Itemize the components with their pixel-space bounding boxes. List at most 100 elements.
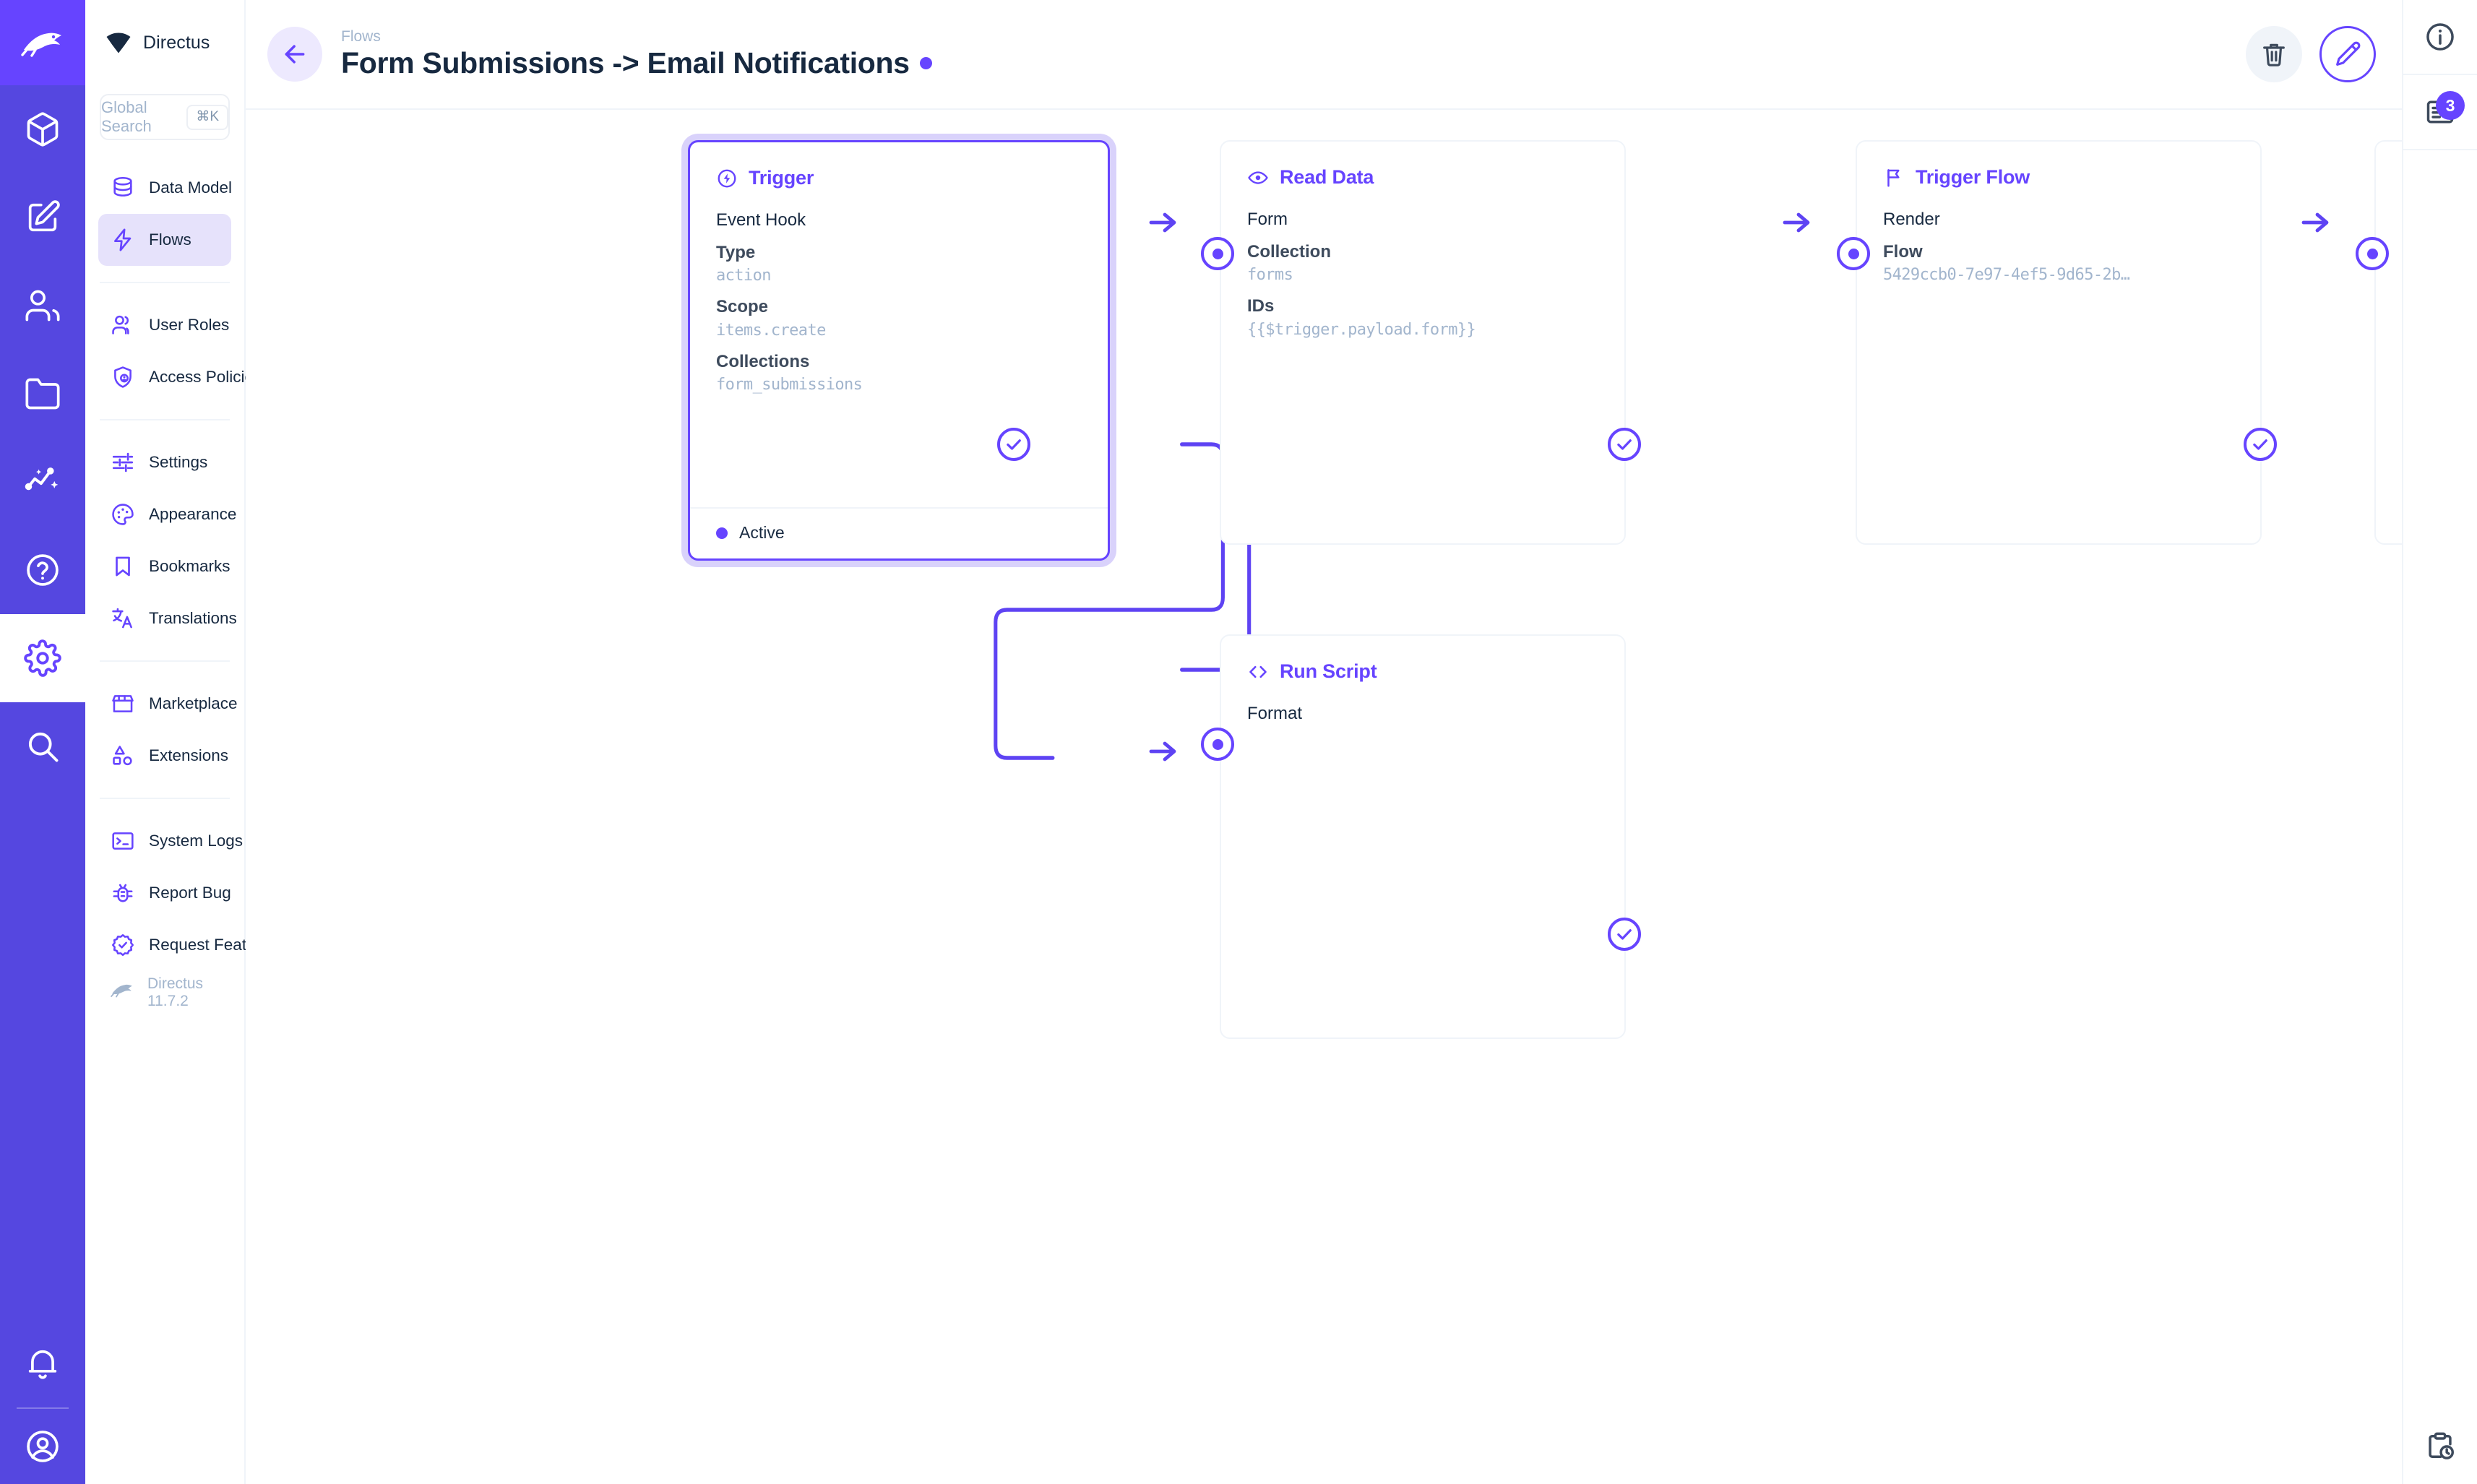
node-input-handle-trigger-flow-render[interactable] xyxy=(1837,237,1870,270)
sidebar-item-data-model[interactable]: Data Model xyxy=(98,162,232,214)
sidebar-item-user-roles[interactable]: User Roles xyxy=(98,299,231,351)
sidebar-nav: Data Model Flows User Roles xyxy=(85,162,299,1014)
rail-item-insights[interactable] xyxy=(0,438,85,526)
users-icon xyxy=(110,312,136,338)
shapes-icon xyxy=(110,743,136,769)
sidebar-item-label: Settings xyxy=(149,453,208,471)
rail-item-files[interactable] xyxy=(0,350,85,438)
field-label: Collections xyxy=(716,351,810,371)
flow-node-trigger-flow-render[interactable]: Trigger Flow Render Flow 5429ccb0-7e97-4… xyxy=(1856,140,2262,545)
main-area: Flows Form Submissions -> Email Notifica… xyxy=(246,0,2402,1484)
node-type-label: Trigger Flow xyxy=(1916,166,2030,188)
flow-canvas[interactable]: Trigger Event Hook Type action Scope ite… xyxy=(246,110,2402,1484)
rail-item-editor[interactable] xyxy=(0,173,85,262)
logs-button[interactable]: 3 xyxy=(2403,75,2477,150)
node-type-label: Read Data xyxy=(1280,166,1374,188)
sidebar-item-system-logs[interactable]: System Logs xyxy=(98,815,243,867)
module-sidebar: Directus Global Search ⌘K Data Model xyxy=(85,0,299,1484)
rail-item-help[interactable] xyxy=(0,526,85,614)
rail-item-notifications[interactable] xyxy=(0,1319,85,1407)
directus-logo[interactable] xyxy=(0,0,85,85)
info-button[interactable] xyxy=(2403,0,2477,75)
node-output-handle-trigger[interactable] xyxy=(997,428,1030,461)
code-icon xyxy=(1247,661,1269,683)
translate-icon xyxy=(110,605,136,631)
node-input-handle-run-script[interactable] xyxy=(1201,728,1234,761)
page-title: Form Submissions -> Email Notifications xyxy=(341,46,2227,80)
rail-item-users[interactable] xyxy=(0,262,85,350)
node-output-handle-run-script[interactable] xyxy=(1608,918,1641,951)
badge-check-icon xyxy=(110,932,136,958)
sidebar-item-label: Flows xyxy=(149,230,191,249)
directus-wordmark-icon xyxy=(105,32,132,53)
back-button[interactable] xyxy=(267,27,322,82)
sidebar-brand[interactable]: Directus xyxy=(85,0,244,85)
arrow-into-read-data-icon xyxy=(1149,212,1176,233)
sidebar-item-settings[interactable]: Settings xyxy=(98,436,231,488)
node-title: Run Script xyxy=(1247,660,1598,683)
field-value: action xyxy=(716,267,771,285)
sidebar-group-1: Data Model Flows xyxy=(85,162,244,266)
rail-divider xyxy=(17,1407,69,1409)
field-value: form_submissions xyxy=(716,376,863,394)
sidebar-item-appearance[interactable]: Appearance xyxy=(98,488,236,540)
title-block: Flows Form Submissions -> Email Notifica… xyxy=(341,28,2227,80)
node-row-name: Format xyxy=(1247,704,1303,723)
version-text: Directus 11.7.2 xyxy=(147,975,204,1009)
rail-item-settings[interactable] xyxy=(0,614,85,702)
sidebar-divider xyxy=(100,282,230,283)
terminal-icon xyxy=(110,828,136,854)
sidebar-item-request-feature[interactable]: Request Feature xyxy=(98,919,270,971)
node-row-name: Render xyxy=(1883,210,1940,229)
flag-icon xyxy=(1883,167,1905,189)
sidebar-item-label: User Roles xyxy=(149,316,230,334)
brand-name: Directus xyxy=(143,32,210,53)
search-input[interactable]: Global Search ⌘K xyxy=(100,94,230,140)
flow-node-run-script[interactable]: Run Script Format xyxy=(1220,634,1626,1039)
node-input-handle-trigger-flow-send[interactable] xyxy=(2356,237,2389,270)
arrow-into-trigger-flow-render-icon xyxy=(1783,212,1810,233)
rail-item-search[interactable] xyxy=(0,702,85,790)
database-icon xyxy=(110,175,136,201)
flow-node-read-data[interactable]: Read Data Form Collection forms IDs {{$t… xyxy=(1220,140,1626,545)
sidebar-divider xyxy=(100,660,230,662)
sidebar-item-translations[interactable]: Translations xyxy=(98,592,237,644)
sidebar-item-access-policies[interactable]: Access Policies xyxy=(98,351,262,403)
sliders-icon xyxy=(110,449,136,475)
flow-node-trigger-flow-send[interactable]: Trigger Flow Send Flow 7c8732cd-9d9e-44b… xyxy=(2374,140,2402,545)
node-input-handle-read-data[interactable] xyxy=(1201,237,1234,270)
rail-item-content[interactable] xyxy=(0,85,85,173)
sidebar-group-4: Marketplace Beta Extensions xyxy=(85,678,299,782)
field-label: Scope xyxy=(716,297,769,317)
sidebar-item-label: Appearance xyxy=(149,505,237,523)
version-label: Directus 11.7.2 xyxy=(85,971,244,1014)
sidebar-item-label: Report Bug xyxy=(149,884,231,902)
palette-icon xyxy=(110,501,136,527)
header-actions xyxy=(2246,26,2376,82)
search-shortcut: ⌘K xyxy=(186,104,228,130)
sidebar-item-extensions[interactable]: Extensions xyxy=(98,730,231,782)
sidebar-item-marketplace[interactable]: Marketplace Beta xyxy=(98,678,299,730)
bug-icon xyxy=(110,880,136,906)
sidebar-item-label: Marketplace xyxy=(149,694,238,712)
node-title: Trigger xyxy=(716,167,1082,189)
sidebar-group-2: User Roles Access Policies xyxy=(85,299,262,403)
breadcrumb[interactable]: Flows xyxy=(341,27,381,45)
store-icon xyxy=(110,691,136,717)
node-row-name: Form xyxy=(1247,210,1288,229)
delete-button[interactable] xyxy=(2246,26,2302,82)
node-output-handle-trigger-flow-render[interactable] xyxy=(2244,428,2277,461)
right-sidebar: 3 xyxy=(2402,0,2477,1484)
sidebar-item-report-bug[interactable]: Report Bug xyxy=(98,867,231,919)
search-placeholder: Global Search xyxy=(101,98,152,135)
shield-user-icon xyxy=(110,364,136,390)
flow-node-trigger[interactable]: Trigger Event Hook Type action Scope ite… xyxy=(688,140,1110,561)
node-output-handle-read-data[interactable] xyxy=(1608,428,1641,461)
rail-item-account[interactable] xyxy=(0,1409,85,1484)
sidebar-item-bookmarks[interactable]: Bookmarks xyxy=(98,540,231,592)
directus-rabbit-icon xyxy=(110,980,134,1006)
sidebar-item-flows[interactable]: Flows xyxy=(98,214,231,266)
edit-button[interactable] xyxy=(2319,26,2376,82)
activity-button[interactable] xyxy=(2403,1409,2477,1484)
